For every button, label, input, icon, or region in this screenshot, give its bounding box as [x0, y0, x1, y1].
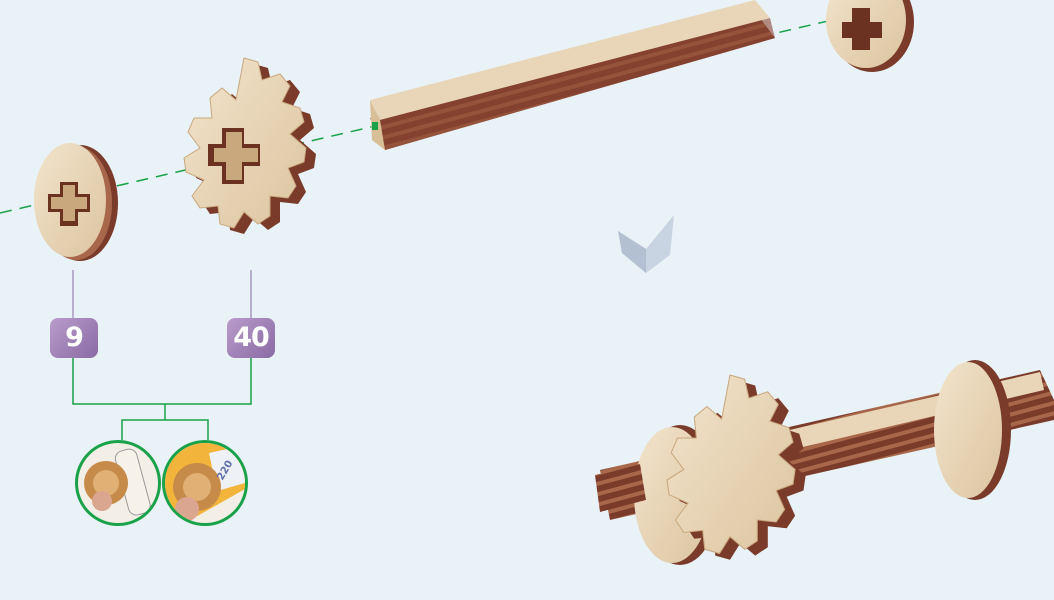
- assembled-axle-group: [595, 360, 1054, 565]
- sanding-tip-icon: [75, 440, 161, 526]
- tips-bracket: [73, 358, 251, 440]
- axle-part: [370, 0, 775, 150]
- sandpaper-tip-icon: 220: [162, 440, 248, 526]
- callout-lines: [73, 270, 251, 318]
- gear-part-40: [184, 58, 316, 234]
- part-number-badge: 40: [227, 318, 275, 358]
- down-arrow-icon: [618, 215, 674, 273]
- washer-part-9: [34, 143, 118, 261]
- part-number-badge: 9: [50, 318, 98, 358]
- washer-top-right: [826, 0, 914, 72]
